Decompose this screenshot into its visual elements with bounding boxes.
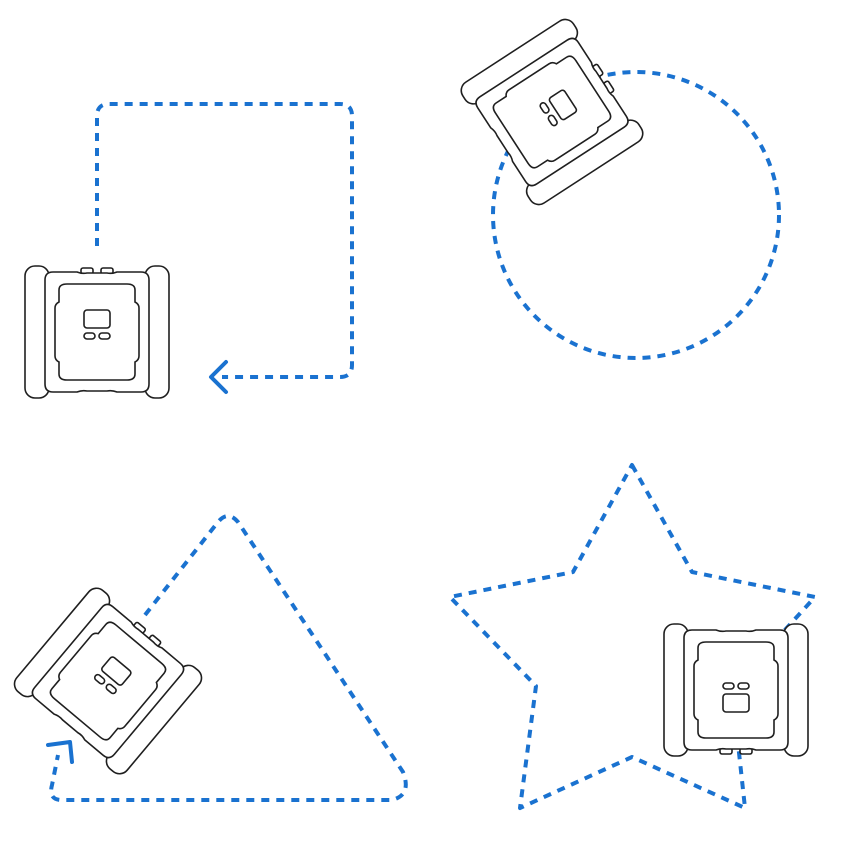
robot-icon <box>9 583 207 779</box>
square-path <box>95 102 354 379</box>
robot-icon <box>24 265 170 399</box>
arrowhead-icon <box>46 740 74 764</box>
arrowhead-icon <box>209 360 228 394</box>
robot-icon <box>663 623 809 757</box>
star-path <box>448 463 817 810</box>
robot-icon <box>456 14 648 210</box>
circle-path <box>491 70 781 360</box>
